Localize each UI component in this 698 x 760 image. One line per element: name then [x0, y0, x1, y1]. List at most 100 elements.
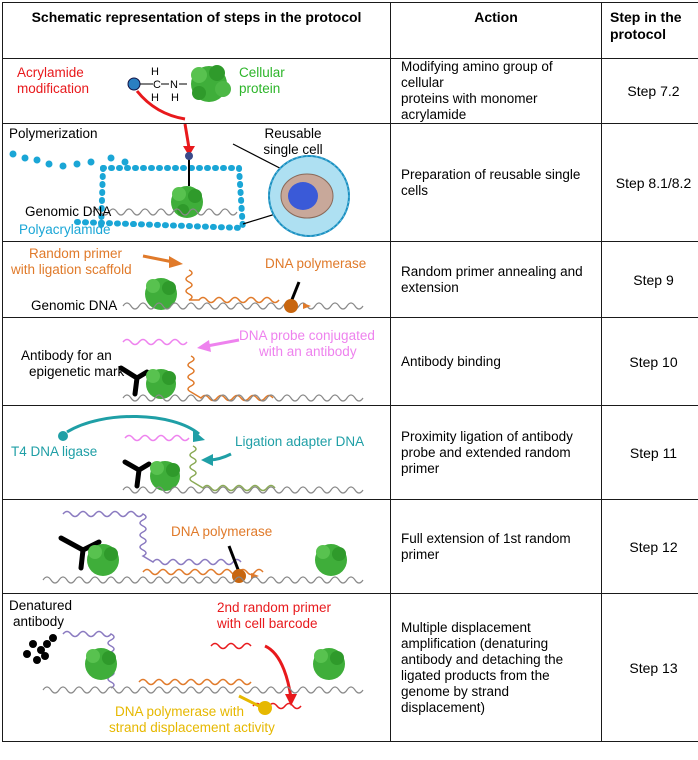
denatured-antibody-icon [23, 634, 57, 664]
red-arrow [183, 124, 191, 149]
second-primer-label-2: with cell barcode [216, 616, 318, 631]
header-row: Schematic representation of steps in the… [2, 2, 698, 59]
proximity-ligation-diagram: T4 DNA ligase Ligation adapter DNA [11, 414, 364, 494]
nucleosome-icon [145, 278, 177, 310]
antibody-label-2: epigenetic mark [29, 364, 125, 379]
atom-h-bottom: H [151, 92, 159, 104]
primer-arrowhead [169, 256, 183, 268]
action-3-line-2: extension [401, 279, 459, 295]
antibody-icon [122, 459, 152, 489]
nucleosome-icon-right [313, 648, 345, 680]
header-schematic: Schematic representation of steps in the… [2, 2, 391, 59]
polymerase-label: DNA polymerase [171, 524, 272, 539]
table-row: T4 DNA ligase Ligation adapter DNA [2, 405, 698, 500]
table-row: Acrylamide modification H C H N H C [2, 58, 698, 124]
step-cell-1: Step 7.2 [601, 58, 698, 124]
action-6-line-2: primer [401, 546, 440, 562]
primer-arrow [142, 254, 174, 264]
action-7-line-2: amplification (denaturing [401, 635, 549, 651]
header-action: Action [390, 2, 602, 59]
extension-arrow [303, 303, 311, 309]
antibody-icon [58, 535, 102, 571]
full-extension-diagram: DNA polymerase [42, 510, 364, 584]
antibody-icon [118, 365, 150, 397]
genomic-dna-strand [92, 208, 238, 216]
acrylamide-modification-diagram: Acrylamide modification H C H N H C [17, 65, 285, 121]
atom-h-top: H [151, 66, 159, 78]
first-extension-strand [138, 678, 252, 686]
polymerization-label: Polymerization [9, 126, 98, 141]
protocol-table: Schematic representation of steps in the… [2, 2, 698, 742]
reusable-label-2: single cell [263, 142, 322, 157]
polymerase-stalk [289, 281, 301, 303]
schematic-cell-1: Acrylamide modification H C H N H C [2, 58, 391, 124]
ligated-strand [189, 445, 276, 492]
action-cell-4: Antibody binding [390, 317, 602, 406]
atom-n: N [170, 79, 178, 91]
displacement-polymerase-bead [258, 701, 272, 715]
adapter-label: Ligation adapter DNA [235, 434, 364, 449]
step-cell-7: Step 13 [601, 593, 698, 742]
schematic-cell-3: Random primer with ligation scaffold DNA… [2, 241, 391, 318]
reusable-cell-icon [268, 155, 350, 237]
nucleosome-icon-right [315, 544, 347, 576]
primer-label-1: Random primer [29, 246, 123, 261]
protein-label-1: Cellular [239, 65, 285, 80]
random-primer-strand [185, 269, 280, 304]
action-5-line-3: primer [401, 460, 440, 476]
adapter-arrowhead [201, 454, 213, 466]
action-5-line-1: Proximity ligation of antibody [401, 428, 573, 444]
monomer-bead [127, 77, 141, 91]
genomic-dna-strand [122, 302, 364, 310]
probe-arrow [206, 338, 240, 348]
anchor-bead [185, 152, 193, 160]
action-7-line-1: Multiple displacement [401, 619, 531, 635]
probe-label-2: with an antibody [258, 344, 357, 359]
schematic-cell-4: DNA probe conjugated with an antibody An… [2, 317, 391, 406]
polyacrylamide-label: Polyacrylamide [19, 222, 111, 237]
action-7-line-5: genome by strand [401, 683, 510, 699]
action-4-line-1: Antibody binding [401, 353, 501, 369]
genomic-dna-strand [42, 686, 364, 694]
action-7-line-3: antibody and detaching the [401, 651, 564, 667]
header-step-line1: Step in the [610, 9, 682, 25]
action-cell-6: Full extension of 1st random primer [390, 499, 602, 594]
primer-label-2: with ligation scaffold [10, 262, 132, 277]
extended-strand [62, 510, 242, 566]
table-row: Random primer with ligation scaffold DNA… [2, 241, 698, 318]
action-cell-2: Preparation of reusable single cells [390, 123, 602, 242]
action-5-line-2: probe and extended random [401, 444, 571, 460]
protein-label-2: protein [239, 81, 280, 96]
action-7-line-4: ligated products from the [401, 667, 550, 683]
reusable-label-1: Reusable [264, 126, 321, 141]
nucleosome-icon [146, 369, 176, 399]
step-cell-6: Step 12 [601, 499, 698, 594]
polymerase-stalk [227, 545, 241, 573]
action-cell-7: Multiple displacement amplification (den… [390, 593, 602, 742]
schematic-cell-5: T4 DNA ligase Ligation adapter DNA [2, 405, 391, 500]
monomer-beads [9, 150, 129, 170]
action-1-line-3: acrylamide [401, 107, 467, 122]
probe-arrowhead [197, 340, 211, 352]
step-cell-4: Step 10 [601, 317, 698, 406]
action-cell-1: Modifying amino group of cellular protei… [390, 58, 602, 124]
dna-probe-strand [124, 434, 190, 442]
antibody-binding-diagram: DNA probe conjugated with an antibody An… [21, 328, 375, 402]
cellular-protein-icon [191, 65, 231, 102]
genomic-dna-label: Genomic DNA [31, 298, 117, 313]
table-row: Denatured antibody 2nd [2, 593, 698, 742]
polymerization-diagram: Polymerization [9, 124, 350, 237]
action-1-line-2: proteins with monomer [401, 91, 538, 106]
action-cell-5: Proximity ligation of antibody probe and… [390, 405, 602, 500]
denatured-label-2: antibody [13, 614, 64, 629]
primer-annealing-diagram: Random primer with ligation scaffold DNA… [10, 246, 366, 313]
table-row: DNA polymerase Full extension of 1st ran… [2, 499, 698, 594]
nucleosome-icon [85, 648, 117, 680]
atom-c: C [153, 79, 161, 91]
second-primer-strand [210, 642, 252, 650]
ligase-bead [58, 431, 68, 441]
table-row: DNA probe conjugated with an antibody An… [2, 317, 698, 406]
extension-strand [142, 568, 264, 576]
red-arrow-stem [135, 90, 186, 121]
